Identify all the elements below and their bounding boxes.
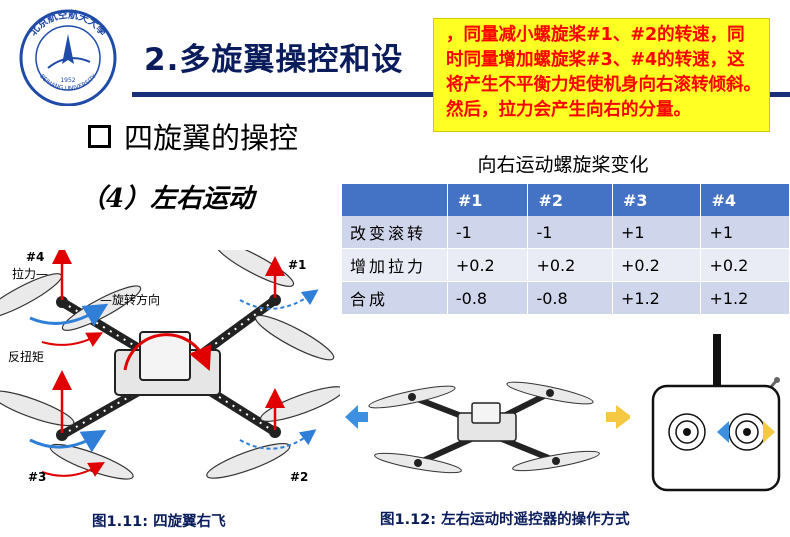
controller-body bbox=[651, 384, 781, 492]
propeller-table: #1 #2 #3 #4 改变滚转 -1 -1 +1 +1 增加拉力 +0.2 +… bbox=[342, 184, 790, 315]
rocket-icon bbox=[62, 34, 74, 64]
sub-heading: （4）左右运动 bbox=[80, 184, 255, 214]
table-cell: 增加拉力 bbox=[342, 248, 448, 282]
propeller-marker-3: #3 bbox=[28, 470, 47, 484]
table-row: 合成 -0.8 -0.8 +1.2 +1.2 bbox=[342, 281, 790, 315]
table-cell: -1 bbox=[527, 216, 613, 249]
propeller-marker-2: #2 bbox=[290, 470, 309, 484]
table-cell: +1.2 bbox=[700, 281, 790, 315]
propeller-marker-4: #4 bbox=[26, 250, 45, 264]
table-header-cell bbox=[342, 184, 448, 216]
slide-title: 2.多旋翼操控和设 bbox=[144, 42, 404, 78]
drone-drawing bbox=[345, 381, 632, 474]
table-row: 增加拉力 +0.2 +0.2 +0.2 +0.2 bbox=[342, 248, 790, 282]
quadrotor-drawing bbox=[0, 241, 345, 480]
thrust-label: 拉力— bbox=[12, 267, 49, 281]
table-cell: +0.2 bbox=[447, 248, 529, 282]
table-cell: +0.2 bbox=[527, 248, 613, 282]
table-cell: 合成 bbox=[342, 281, 448, 315]
callout-note: ，同量减小螺旋桨#1、#2的转速，同时同量增加螺旋桨#3、#4的转速，这将产生不… bbox=[433, 18, 770, 132]
remote-controller-figure bbox=[645, 330, 785, 495]
section-heading: 四旋翼的操控 bbox=[124, 121, 299, 155]
table-caption: 向右运动螺旋桨变化 bbox=[477, 154, 649, 176]
rotation-direction-label: —旋转方向 bbox=[100, 293, 161, 307]
reaction-torque-label: 反扭矩 bbox=[8, 350, 45, 364]
table-cell: +1.2 bbox=[612, 281, 702, 315]
arrow-right-icon bbox=[606, 405, 632, 429]
figure1-caption: 图1.11: 四旋翼右飞 bbox=[92, 514, 226, 530]
quadrotor-figure: #4 #1 #3 #2 拉力— —旋转方向 反扭矩 bbox=[0, 241, 345, 490]
stick-left-arrow-icon bbox=[717, 421, 729, 443]
table-cell: +1 bbox=[612, 216, 702, 249]
logo-year: 1952 bbox=[60, 77, 75, 84]
stick-right-arrow-icon bbox=[763, 421, 775, 443]
table-cell: 改变滚转 bbox=[342, 216, 448, 249]
table-cell: +1 bbox=[700, 216, 790, 249]
table-cell: -0.8 bbox=[447, 281, 529, 315]
table-cell: -0.8 bbox=[527, 281, 613, 315]
table-header-cell: #1 bbox=[447, 184, 529, 216]
table-row: 改变滚转 -1 -1 +1 +1 bbox=[342, 216, 790, 249]
square-bullet-icon bbox=[88, 125, 111, 148]
table-cell: +0.2 bbox=[700, 248, 790, 282]
table-header-cell: #4 bbox=[700, 184, 790, 216]
remote-controller-drawing bbox=[651, 334, 781, 492]
university-logo: 北京航空航天大學 BEIHANG UNIVERSITY 1952 bbox=[19, 8, 117, 106]
drone-right-motion-figure bbox=[340, 365, 632, 495]
arrow-left-icon bbox=[345, 405, 368, 429]
figure2-caption: 图1.12: 左右运动时遥控器的操作方式 bbox=[380, 512, 630, 528]
table-cell: -1 bbox=[447, 216, 529, 249]
antenna-icon bbox=[713, 334, 721, 390]
table-header-cell: #2 bbox=[527, 184, 613, 216]
propeller-marker-1: #1 bbox=[288, 258, 307, 272]
table-cell: +0.2 bbox=[612, 248, 702, 282]
table-header-cell: #3 bbox=[612, 184, 702, 216]
